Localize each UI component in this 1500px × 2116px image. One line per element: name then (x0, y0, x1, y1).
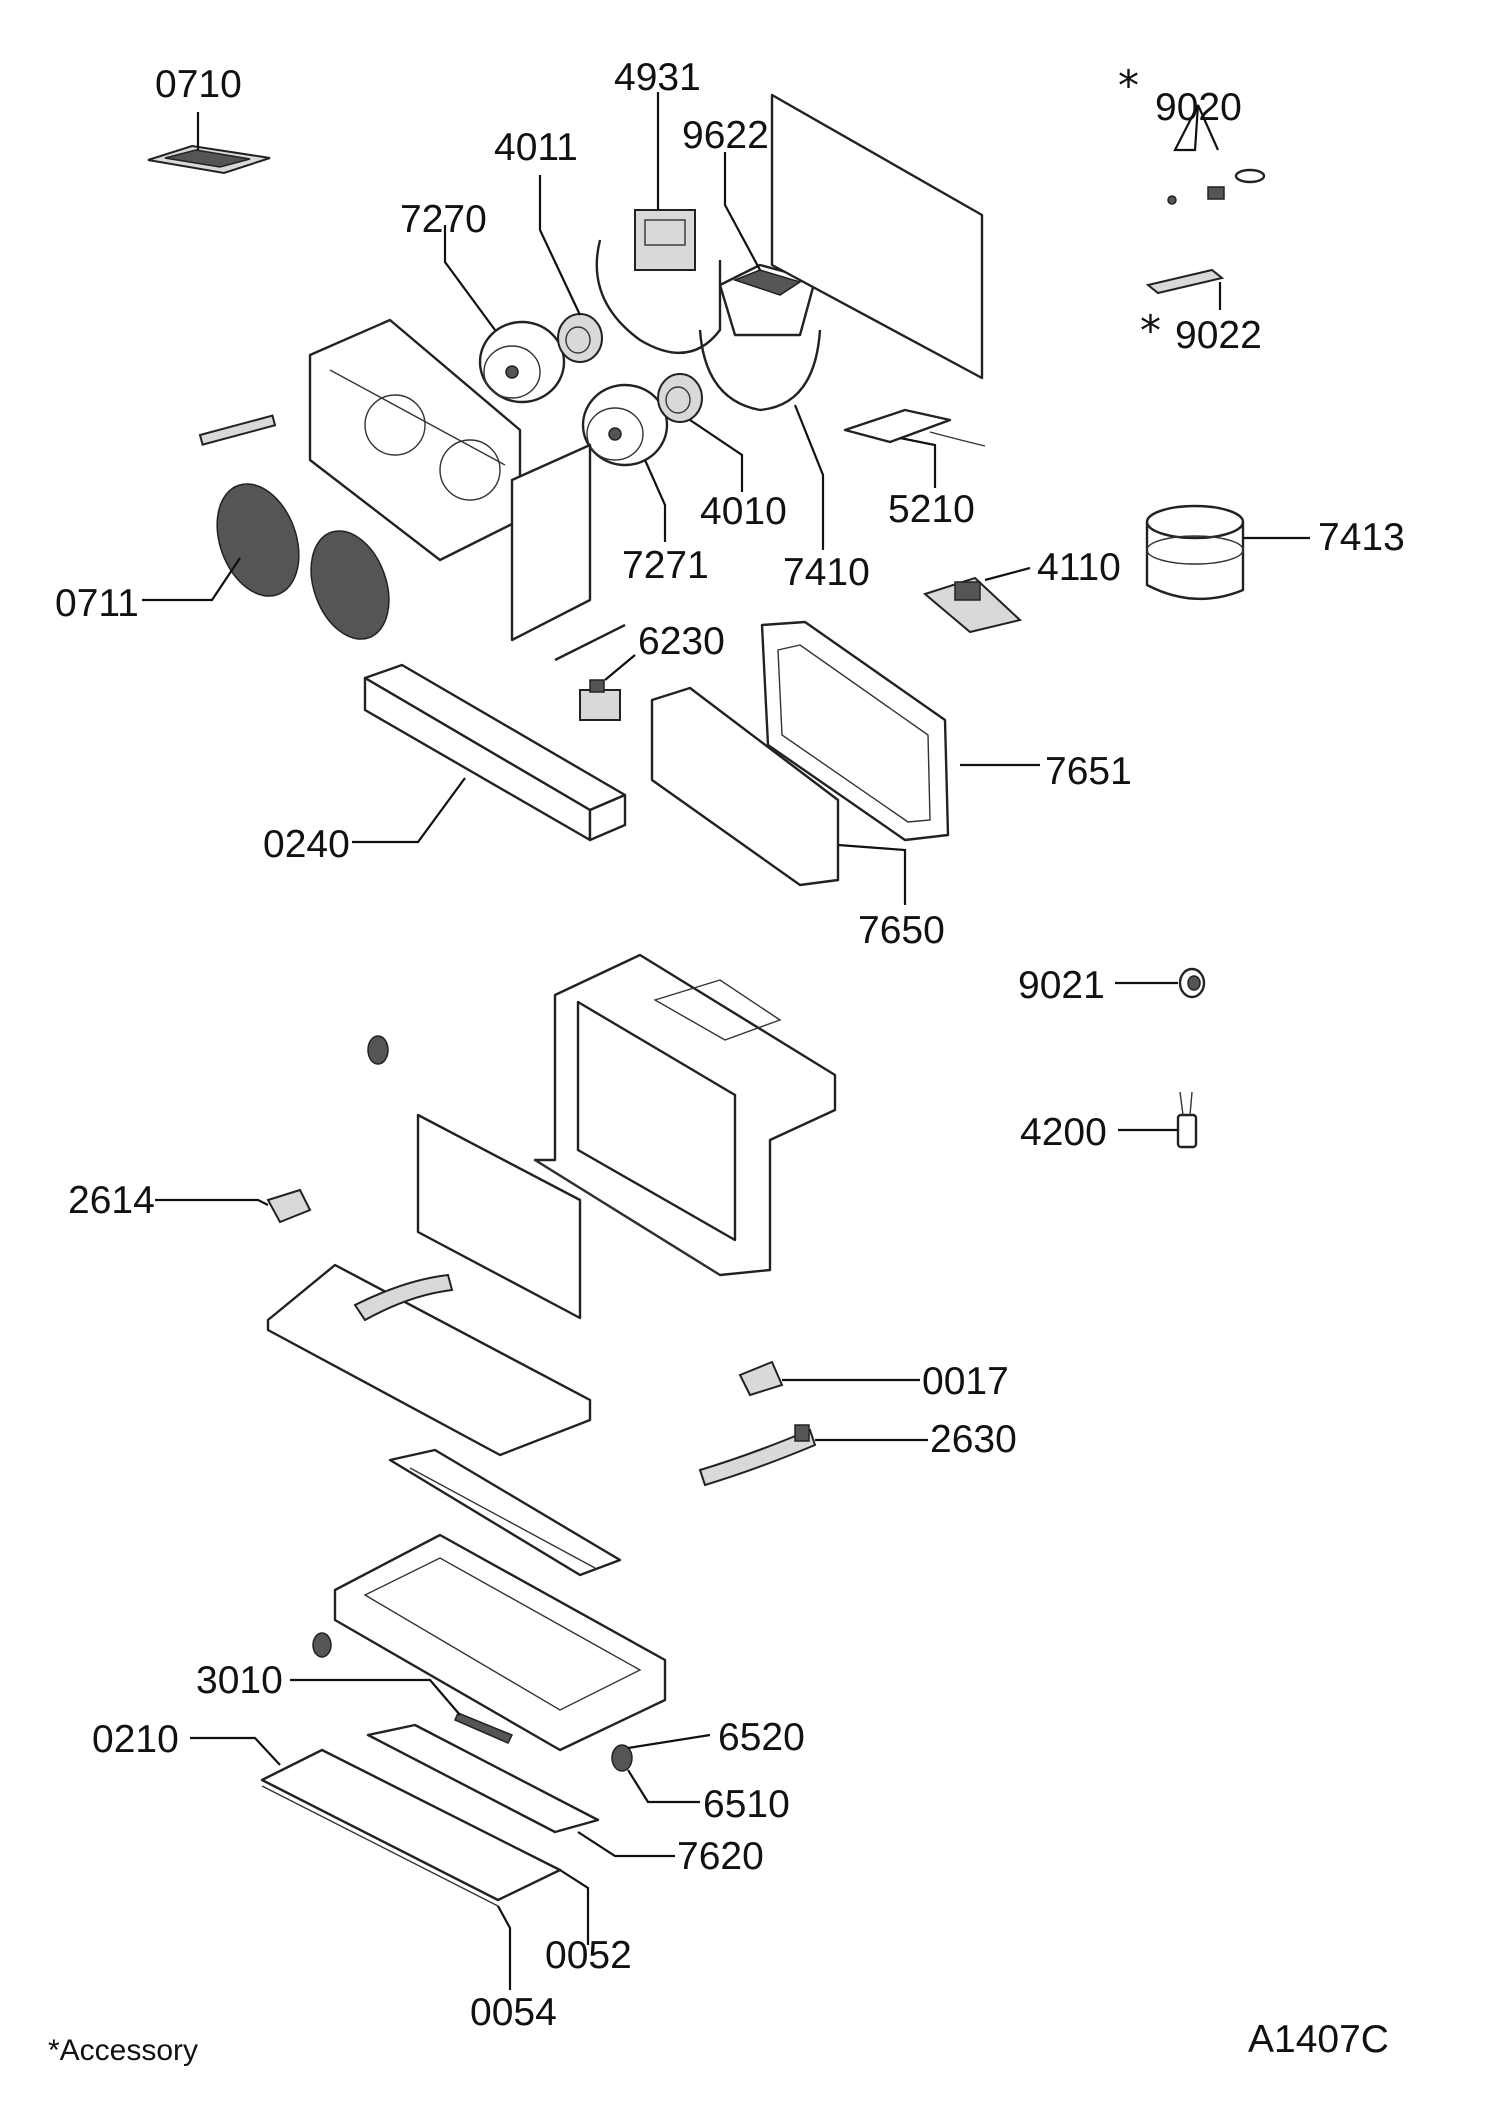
label-2630: 2630 (930, 1418, 1017, 1461)
label-7270: 7270 (400, 198, 487, 241)
part-9622-motor-block (698, 263, 822, 412)
leader-lines (142, 92, 1310, 1990)
drawing-code: A1407C (1248, 2018, 1389, 2061)
part-9020-hardware (1167, 168, 1266, 205)
part-4200-capacitor (1176, 1091, 1198, 1149)
part-4110-control-board (922, 576, 1023, 634)
part-6230-switch (554, 623, 626, 721)
label-0240: 0240 (263, 823, 350, 866)
label-0017: 0017 (922, 1360, 1009, 1403)
part-3010-strip (454, 1712, 514, 1744)
label-6230: 6230 (638, 620, 725, 663)
label-4110: 4110 (1037, 546, 1121, 589)
label-7271: 7271 (622, 544, 709, 587)
label-6510: 6510 (703, 1783, 790, 1826)
part-0017-block (738, 1360, 784, 1397)
label-0210: 0210 (92, 1718, 179, 1761)
label-9020: 9020 (1155, 86, 1242, 129)
label-0710: 0710 (155, 63, 242, 106)
label-5210: 5210 (888, 488, 975, 531)
label-6520: 6520 (718, 1716, 805, 1759)
label-0054: 0054 (470, 1991, 557, 2034)
label-9021: 9021 (1018, 964, 1105, 1007)
label-9022: 9022 (1175, 314, 1262, 357)
part-0710-cover (147, 144, 271, 175)
label-2614: 2614 (68, 1179, 155, 1222)
part-7271-blower-wheel (581, 383, 669, 467)
part-7270-blower-wheel (478, 320, 566, 404)
part-4011-motor (557, 313, 603, 363)
part-7620-glass (366, 1723, 600, 1834)
part-number-labels: 0710 4931 9622 9020 4011 7270 9022 4010 … (55, 56, 1405, 2034)
part-9021-knob (1178, 967, 1206, 999)
part-left-knob (312, 1632, 332, 1658)
label-4200: 4200 (1020, 1111, 1107, 1154)
part-0210-visor (260, 1748, 562, 1907)
part-9022-bracket (1145, 268, 1225, 295)
part-0711-filters (198, 414, 390, 640)
label-7620: 7620 (677, 1835, 764, 1878)
part-7650-filter-panel (650, 686, 840, 887)
part-bottom-tray (266, 1263, 592, 1457)
label-7651: 7651 (1045, 750, 1132, 793)
accessory-marks: * * (1118, 61, 1161, 355)
label-0052: 0052 (545, 1934, 632, 1977)
label-3010: 3010 (196, 1659, 283, 1702)
part-7413-damper (1145, 504, 1245, 601)
label-7650: 7650 (858, 909, 945, 952)
part-2614-block (266, 1188, 312, 1224)
label-7413: 7413 (1318, 516, 1405, 559)
label-4011: 4011 (494, 126, 578, 169)
part-7651-filter-frame (760, 620, 950, 842)
label-7410: 7410 (783, 551, 870, 594)
part-2630-light-bar (698, 1424, 817, 1487)
part-rear-panel (770, 93, 984, 380)
accessory-mark-9020: * (1118, 61, 1139, 110)
part-small-knob (367, 1035, 389, 1065)
label-4010: 4010 (700, 490, 787, 533)
part-4010-motor (657, 373, 703, 423)
part-5210-plate (843, 408, 986, 447)
part-front-panel (416, 1113, 582, 1320)
part-blower-frame (308, 318, 592, 642)
part-4931-motor-housing (595, 209, 722, 354)
part-6520-knob (611, 1744, 633, 1772)
accessory-note: *Accessory (48, 2034, 198, 2067)
part-0240-front-box (363, 663, 627, 842)
label-9622: 9622 (682, 114, 769, 157)
label-0711: 0711 (55, 582, 139, 625)
part-lower-frame (333, 1533, 667, 1752)
accessory-mark-9022: * (1140, 306, 1161, 355)
part-hood-body (533, 953, 837, 1277)
part-upper-trim (388, 1448, 622, 1577)
label-4931: 4931 (614, 56, 701, 99)
